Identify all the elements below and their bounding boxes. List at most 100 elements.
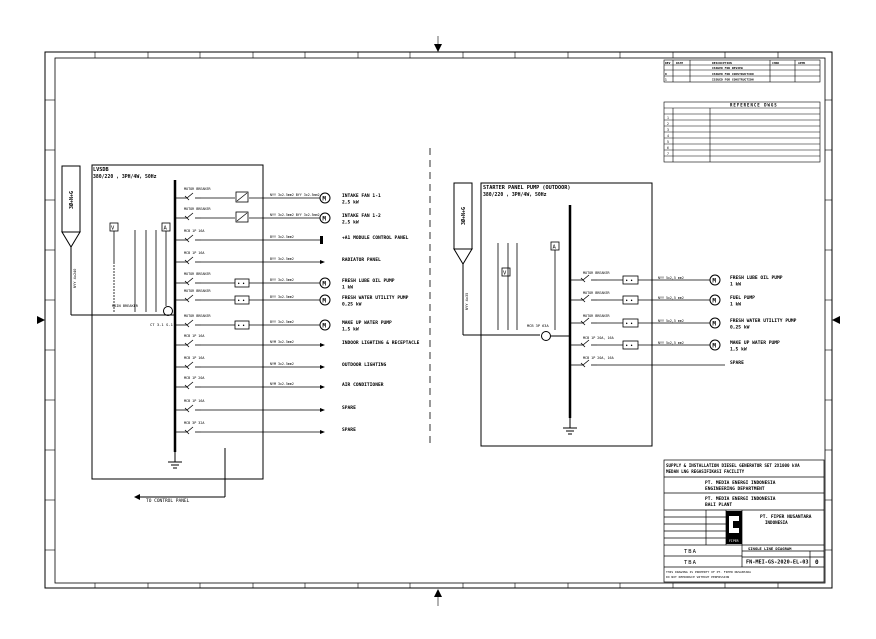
- load-description: FRESH LUBE OIL PUMP: [730, 275, 783, 281]
- lvsdb-spec: 380/220 , 3PH/4W, 50Hz: [93, 174, 157, 180]
- lvsdb-feeder: MCB 1P 16A NYM 3x2.5mm2 INDOOR LIGHTING & …: [175, 334, 420, 348]
- cable-label: NYM 3x2.5mm2: [270, 340, 294, 344]
- motor-icon: M: [319, 192, 331, 204]
- svg-text:M: M: [712, 297, 716, 304]
- revision-header: REV: [665, 61, 671, 65]
- load-description: MAKE UP WATER PUMP: [730, 340, 780, 346]
- breaker-icon: [184, 277, 201, 286]
- svg-text:M: M: [712, 342, 716, 349]
- revision-number: 0: [815, 559, 819, 566]
- breaker-icon: [580, 274, 597, 283]
- reference-table-title: REFERENCE DWGS: [730, 103, 778, 108]
- svg-text:M: M: [322, 297, 326, 304]
- breaker-label: MOTOR BREAKER: [583, 314, 610, 318]
- reference-row-number: 6: [667, 146, 669, 150]
- lvsdb-ammeter: A: [164, 226, 168, 232]
- load-rating: 2,5 kW: [342, 220, 359, 226]
- cable-label: BYY 3x2.5mm2: [270, 295, 294, 299]
- load-description: INTAKE FAN 1-1: [342, 193, 381, 199]
- starter-voltmeter: V: [503, 271, 507, 277]
- motor-icon: M: [709, 274, 721, 286]
- owner-name: PT. MEDIA ENERGI INDONESIA: [705, 496, 776, 502]
- contractor-name: PT. FIPER NUSANTARA: [760, 514, 812, 520]
- lvsdb-enclosure: [91, 164, 264, 480]
- reference-row-number: 3: [667, 128, 669, 132]
- cable-label: NYY 5x2,5 mm2: [658, 296, 684, 300]
- breaker-label: MCB 1P 20A, 16A: [583, 336, 614, 340]
- load-rating: 1 kW: [730, 282, 741, 288]
- breaker-label: MOTOR BREAKER: [184, 314, 211, 318]
- lvsdb-main-breaker: MAIN BREAKER: [112, 304, 139, 308]
- breaker-label: MOTOR BREAKER: [184, 272, 211, 276]
- title-block-footer-1: THIS DRAWING IS PROPERTY OF PT. FIPER NU…: [666, 570, 751, 574]
- revision-cell: ISSUED FOR CONSTRUCTION: [712, 72, 754, 76]
- revision-cell: ISSUED FOR REVIEW: [712, 66, 743, 70]
- vfd-icon: [235, 191, 249, 203]
- starter-panel-enclosure: [480, 182, 653, 447]
- breaker-label: MCB 1P 16A: [184, 334, 204, 338]
- starter-feeder-group: MOTOR BREAKER • • M NYY 5x2,5 mm2 FRESH LUBE…: [570, 271, 797, 368]
- lvsdb-title: LVSDB: [93, 167, 109, 173]
- motor-icon: M: [709, 294, 721, 306]
- breaker-label: MCB 3P 32A: [184, 421, 204, 425]
- breaker-icon: [184, 381, 201, 390]
- breaker-icon: [184, 234, 201, 243]
- starter-contacts: • •: [238, 281, 245, 286]
- breaker-label: MOTOR BREAKER: [184, 187, 211, 191]
- load-rating: 1,5 kW: [730, 347, 747, 353]
- load-description: RADIATOR PANEL: [342, 257, 381, 263]
- starter-ammeter: A: [553, 245, 557, 251]
- owner-plant: BALI PLANT: [705, 502, 732, 508]
- project-subtitle: MEDAN LNG REGASIFIKASI FACILITY: [666, 469, 745, 474]
- title-block: [663, 459, 825, 583]
- motor-icon: M: [319, 319, 331, 331]
- lvsdb-feeder-cable: NYY 4x240: [73, 269, 77, 288]
- tba-label-2: TBA: [684, 560, 697, 566]
- load-description: INDOOR LIGHTING & RECEPTACLE: [342, 340, 420, 346]
- load-description: FRESH LUBE OIL PUMP: [342, 278, 395, 284]
- breaker-icon: [580, 317, 597, 326]
- svg-text:M: M: [712, 320, 716, 327]
- breaker-icon: [184, 339, 201, 348]
- reference-row-number: 7: [667, 152, 669, 156]
- breaker-icon: [184, 192, 201, 201]
- load-description: MAKE UP WATER PUMP: [342, 320, 392, 326]
- load-description: SPARE: [342, 427, 356, 433]
- load-rating: 1 kW: [342, 285, 353, 291]
- cable-label: BYY 3x2.5mm2: [270, 278, 294, 282]
- revision-cell: 1: [665, 78, 667, 82]
- breaker-icon: [184, 426, 201, 435]
- breaker-icon: [580, 339, 597, 348]
- svg-text:M: M: [322, 280, 326, 287]
- starter-contacts: • •: [238, 298, 245, 303]
- contractor-country: INDONESIA: [765, 520, 788, 525]
- load-rating: 0,25 kW: [342, 302, 362, 308]
- load-description: OUTDOOR LIGHTING: [342, 362, 386, 368]
- cable-label: NYY 5x2,5 mm2: [658, 276, 684, 280]
- svg-text:M: M: [322, 195, 326, 202]
- starter-contacts: • •: [626, 321, 633, 326]
- reference-row-number: 4: [667, 134, 669, 138]
- load-rating: 1 kW: [730, 302, 741, 308]
- lvsdb-feed-label: 3Ø+N+G: [68, 191, 75, 209]
- drawing-number: FN-MEI-GS-2020-EL-03: [746, 560, 808, 566]
- client-name: PT. MEDIA ENERGI INDONESIA: [705, 480, 776, 486]
- cable-label: BYY 3x2.5mm2: [270, 235, 294, 239]
- revision-header: DESCRIPTION: [712, 61, 732, 65]
- load-description: INTAKE FAN 1-2: [342, 213, 381, 219]
- tba-label-1: TBA: [684, 549, 697, 555]
- cable-label: NYY 3x2.5mm2 BYY 3x2.5mm2: [270, 193, 320, 197]
- breaker-icon: [184, 361, 201, 370]
- revision-cell: ISSUED FOR CONSTRUCTION: [712, 78, 754, 82]
- starter-panel-spec: 380/220 , 3PH/4W, 50Hz: [483, 192, 547, 198]
